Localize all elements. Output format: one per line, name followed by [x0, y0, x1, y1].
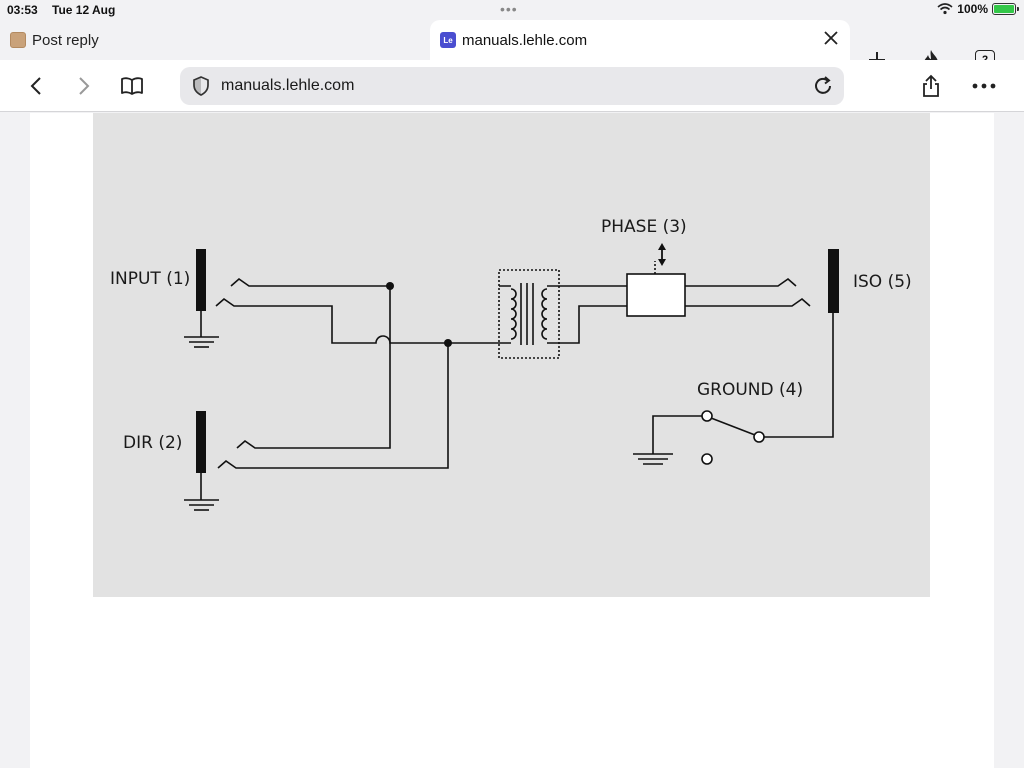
battery-icon	[992, 3, 1019, 15]
dir-jack-icon	[184, 286, 449, 511]
input-label: INPUT (1)	[110, 269, 191, 289]
url-text: manuals.lehle.com	[221, 77, 355, 94]
close-tab-icon[interactable]	[824, 28, 838, 51]
wiring-diagram: INPUT (1) DIR (2) PHASE (3) GROUND (4) I…	[93, 113, 930, 597]
ground-switch-icon	[633, 410, 765, 465]
reader-button[interactable]	[116, 70, 148, 102]
iso-jack-icon	[764, 249, 839, 438]
circuit-schematic	[184, 243, 839, 511]
book-icon	[121, 77, 143, 95]
share-icon	[923, 74, 939, 97]
share-button[interactable]	[915, 70, 947, 102]
reload-icon[interactable]	[812, 75, 834, 97]
web-page-content[interactable]: INPUT (1) DIR (2) PHASE (3) GROUND (4) I…	[30, 113, 994, 768]
input-jack-icon	[184, 249, 499, 348]
status-date: Tue 12 Aug	[52, 3, 116, 17]
battery-percentage: 100%	[957, 2, 988, 16]
tab-post-reply[interactable]: Post reply	[10, 20, 410, 60]
tab-manuals-lehle[interactable]: Le manuals.lehle.com	[430, 20, 850, 60]
chevron-left-icon	[30, 77, 41, 95]
iso-label: ISO (5)	[853, 272, 912, 292]
dir-label: DIR (2)	[123, 433, 183, 453]
user-avatar-icon	[10, 32, 26, 48]
lehle-favicon-icon: Le	[440, 32, 456, 48]
phase-label: PHASE (3)	[601, 217, 687, 237]
transformer-icon	[498, 269, 627, 359]
ground-label: GROUND (4)	[697, 380, 804, 400]
status-bar: 03:53 Tue 12 Aug ••• 100%	[0, 0, 1024, 20]
shield-icon	[193, 76, 209, 96]
junction-dot	[386, 282, 394, 290]
junction-dot	[444, 339, 452, 347]
status-indicators: 100%	[937, 2, 1019, 16]
tab-title: manuals.lehle.com	[462, 31, 588, 49]
status-time: 03:53	[7, 3, 38, 17]
address-bar[interactable]: manuals.lehle.com	[180, 67, 844, 105]
ellipsis-icon	[972, 83, 996, 89]
wifi-icon	[937, 3, 953, 15]
more-options-button[interactable]	[968, 70, 1000, 102]
tab-bar: Post reply Le manuals.lehle.com 2	[0, 20, 1024, 70]
back-button[interactable]	[20, 70, 52, 102]
forward-button[interactable]	[68, 70, 100, 102]
navigation-bar: manuals.lehle.com	[0, 60, 1024, 112]
tab-title: Post reply	[32, 31, 99, 49]
chevron-right-icon	[79, 77, 90, 95]
phase-switch-icon	[626, 243, 811, 317]
multitasking-dots-icon[interactable]: •••	[500, 1, 518, 17]
